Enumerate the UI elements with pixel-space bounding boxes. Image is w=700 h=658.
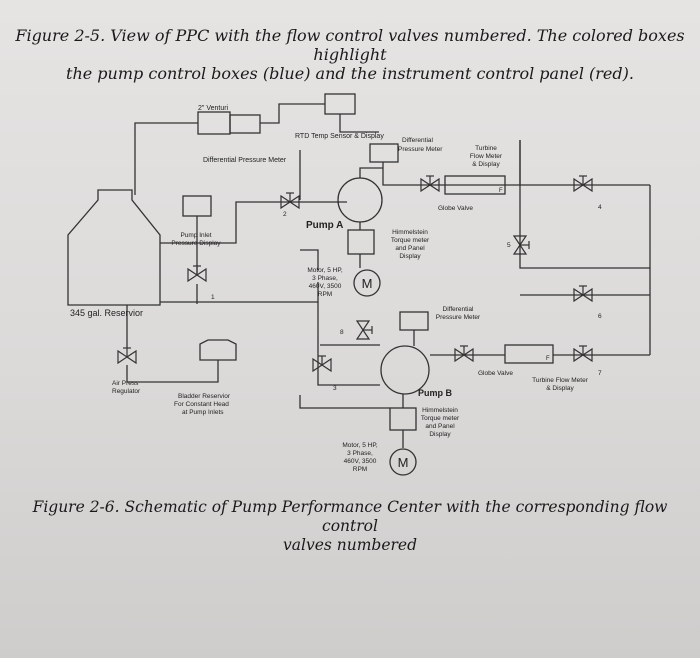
himmelstein-b-label: and Panel <box>425 423 455 430</box>
motor-b-label: Motor, 5 HP, <box>342 442 377 449</box>
pump-inlet-label: Pressure Display <box>171 240 221 247</box>
diff-meter-a-box <box>369 143 399 163</box>
torque-meter-a-box <box>347 229 375 255</box>
turbine-label: Flow Meter <box>470 153 503 160</box>
diff-meter-b-label: Pressure Meter <box>436 314 481 321</box>
turbine-label: Turbine <box>475 145 497 152</box>
figure-2-6-caption: Figure 2-6. Schematic of Pump Performanc… <box>20 498 680 555</box>
globe-valve-a-label: Globe Valve <box>438 205 473 212</box>
globe-valve-b-symbol <box>454 345 474 362</box>
valve-5-number: 5 <box>507 242 511 249</box>
valve-8-number: 8 <box>340 329 344 336</box>
valve-7-number: 7 <box>598 370 602 377</box>
motor-b-label: 3 Phase, <box>347 450 373 457</box>
bladder-label: For Constant Head <box>174 401 229 408</box>
figure-2-5-caption: Figure 2-5. View of PPC with the flow co… <box>12 26 688 83</box>
motor-b-label: 460V, 3500 <box>344 458 377 465</box>
turbine-b-label: & Display <box>546 385 574 392</box>
pipe <box>299 395 390 409</box>
pump-inlet-box <box>182 195 212 217</box>
motor-a-label: 460V, 3500 <box>309 283 342 290</box>
motor-a-label: 3 Phase, <box>312 275 338 282</box>
pipe <box>160 201 270 244</box>
bladder-reservoir <box>199 339 237 361</box>
bladder-label: Bladder Reservior <box>178 393 231 400</box>
turbine-label: & Display <box>472 161 500 168</box>
pipe <box>260 103 325 124</box>
diff-meter-b-box <box>399 311 429 331</box>
rtd-box <box>324 93 356 115</box>
turbine-meter-box <box>444 175 506 195</box>
pump-b-casing <box>380 345 430 395</box>
motor-b-symbol: M <box>389 448 417 476</box>
valve-4-symbol <box>573 175 593 192</box>
valve-5-symbol <box>513 235 530 255</box>
reservoir-tank <box>67 189 161 306</box>
motor-a-letter: M <box>362 276 373 291</box>
valve-6-number: 6 <box>598 313 602 320</box>
motor-b-letter: M <box>398 455 409 470</box>
motor-a-label: RPM <box>318 291 332 298</box>
motor-a-symbol: M <box>353 269 381 297</box>
himmelstein-b-label: Torque meter <box>421 415 460 422</box>
pipe <box>519 185 650 269</box>
himmelstein-a-label: Display <box>399 253 421 260</box>
air-regulator-label: Regulator <box>112 388 141 395</box>
torque-meter-b-box <box>389 407 417 431</box>
caption-line: valves numbered <box>282 536 418 554</box>
pipe <box>134 122 198 195</box>
diff-meter-left-label: Differential Pressure Meter <box>203 157 287 164</box>
pump-inlet-label: Pump Inlet <box>180 232 211 239</box>
venturi-label: 2" Venturi <box>198 105 229 112</box>
pump-a-label: Pump A <box>306 220 343 231</box>
turbine-b-label: Turbine Flow Meter <box>532 377 589 384</box>
globe-valve-a-symbol <box>420 175 440 192</box>
pipe <box>300 249 319 270</box>
valve-3-number: 3 <box>333 385 337 392</box>
pipe <box>339 114 379 133</box>
valve-7-symbol <box>573 345 593 362</box>
motor-b-label: RPM <box>353 466 367 473</box>
pipe <box>317 302 380 386</box>
venturi-box <box>197 111 231 135</box>
valve-1-number: 1 <box>211 294 215 301</box>
reservoir-label: 345 gal. Reservior <box>70 308 143 318</box>
pipe <box>126 360 219 383</box>
valve-6-symbol <box>573 285 593 302</box>
valve-1-symbol <box>187 265 207 282</box>
caption-line: Figure 2-5. View of PPC with the flow co… <box>15 26 685 64</box>
diff-meter-b-label: Differential <box>443 306 475 313</box>
himmelstein-b-label: Display <box>429 431 451 438</box>
valve-2-number: 2 <box>283 211 287 218</box>
valve-3-symbol <box>312 355 332 372</box>
valve-8-symbol <box>356 320 373 340</box>
himmelstein-a-label: Torque meter <box>391 237 430 244</box>
turbine-b-box <box>504 344 554 364</box>
pump-a-discharge <box>359 167 383 178</box>
pump-a-casing <box>337 177 383 223</box>
globe-valve-b-label: Globe Valve <box>478 370 513 377</box>
valve-2-symbol <box>280 192 300 209</box>
bladder-label: at Pump Inlets <box>182 409 224 416</box>
himmelstein-b-label: Himmelstein <box>422 407 458 414</box>
air-regulator-symbol <box>117 347 137 364</box>
flow-meter-tag: F <box>499 188 503 194</box>
himmelstein-a-label: Himmelstein <box>392 229 428 236</box>
rtd-label: RTD Temp Sensor & Display <box>295 133 384 140</box>
caption-line: the pump control boxes (blue) and the in… <box>66 64 634 83</box>
pump-b-label: Pump B <box>418 388 453 398</box>
himmelstein-a-label: and Panel <box>395 245 425 252</box>
air-regulator-label: Air Press <box>112 380 139 387</box>
venturi-box <box>229 114 261 134</box>
valve-4-number: 4 <box>598 204 602 211</box>
caption-line: Figure 2-6. Schematic of Pump Performanc… <box>32 498 668 535</box>
motor-a-label: Motor, 5 HP, <box>307 267 342 274</box>
pipe <box>160 282 319 303</box>
flow-meter-tag: F <box>546 356 550 362</box>
diff-meter-top-label: Differential <box>402 137 434 144</box>
diff-meter-top-label: Pressure Meter <box>398 146 443 153</box>
